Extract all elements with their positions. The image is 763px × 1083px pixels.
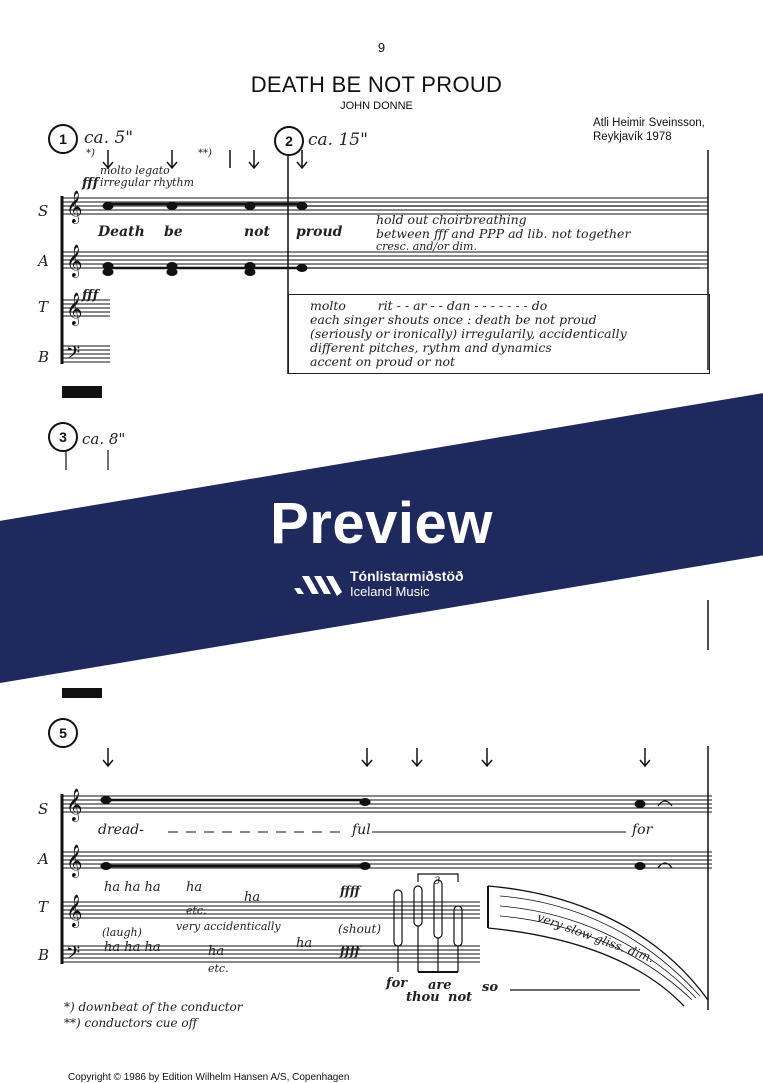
instruction-line-1: hold out choirbreathing [376,212,527,227]
composer-credit: Atli Heimir Sveinsson, Reykjavík 1978 [593,116,705,144]
preview-label: Preview [270,491,493,556]
voice-label-tenor: T [38,298,49,316]
system3-staves [60,746,712,1010]
word-so: so [482,980,498,995]
tenor-dynamic: fff [82,288,99,303]
voice-label-soprano-3: S [38,800,49,818]
lyric-be: be [164,224,183,240]
timing-m3: ca. 8" [82,430,126,448]
bass-ha-3: ha [296,936,313,951]
footnote-2: **) conductors cue off [64,1016,198,1030]
poet-name: JOHN DONNE [340,100,413,112]
box-line-accent: accent on proud or not [310,354,456,369]
footnote-marker-2: **) [198,148,212,159]
tenor-ffff: ffff [340,884,360,898]
shout-label: (shout) [338,922,382,936]
tenor-laugh: (laugh) [102,926,142,939]
rehearsal-mark-1: 1 [48,124,78,154]
direction-irregular-rhythm: irregular rhythm [100,176,194,189]
box-line-rit: molto rit - - ar - - dan - - - - - - - d… [310,298,548,313]
composer-place-year: Reykjavík 1978 [593,131,672,143]
tenor-ha-group: ha ha ha [104,880,161,895]
svg-text:𝄞: 𝄞 [66,190,83,224]
svg-text:𝄞: 𝄞 [66,788,83,822]
brand-mark-icon [294,576,342,596]
voice-label-alto-3: A [38,850,49,868]
tenor-accidentically: very accidentically [176,920,281,933]
word-thou: thou [406,990,440,1005]
brand-subtitle: Iceland Music [350,584,430,599]
direction-molto-legato: molto legato [100,164,170,177]
instruction-line-3: cresc. and/or dim. [376,240,477,253]
box-line-shout: each singer shouts once : death be not p… [310,312,597,327]
instruction-line-2: between fff and PPP ad lib. not together [376,226,631,241]
rehearsal-mark-2: 2 [274,126,304,156]
lyric-for: for [632,822,653,838]
score-title: DEATH BE NOT PROUD [250,72,503,97]
performance-notes-box [288,294,710,374]
bass-ffff: ffff [340,944,360,958]
word-are: are [428,978,452,993]
lyric-not: not [244,224,270,240]
footnote-marker-1: *) [86,148,95,159]
svg-text:𝄢: 𝄢 [66,343,80,368]
voice-label-tenor-3: T [38,898,49,916]
box-line-seriously: (seriously or ironically) irregularily, … [310,326,627,341]
svg-text:𝄞: 𝄞 [66,292,83,326]
lyric-death: Death [98,224,145,240]
bass-ha-2: ha [208,944,225,959]
rehearsal-mark-3: 3 [48,422,78,452]
footnote-1: *) downbeat of the conductor [64,1000,243,1014]
voice-label-soprano: S [38,202,49,220]
svg-text:𝄞: 𝄞 [66,894,83,928]
bass-ha-group: ha ha ha [104,940,161,955]
brand-name: Tónlistarmiðstöð [350,568,464,584]
voice-label-bass-3: B [38,946,50,964]
bass-etc: etc. [208,962,229,975]
rehearsal-mark-5: 5 [48,718,78,748]
dynamic-fff: fff [82,176,99,191]
svg-text:𝄞: 𝄞 [66,844,83,878]
composer-name: Atli Heimir Sveinsson, [593,117,705,129]
svg-text:𝄞: 𝄞 [66,244,83,278]
timing-m1: ca. 5" [84,128,134,148]
timing-m2: ca. 15" [308,130,368,150]
tenor-etc: etc. [186,904,207,917]
tenor-ha-3: ha [244,890,261,905]
voice-label-bass: B [38,348,50,366]
lyric-proud: proud [296,224,343,240]
lyric-dreadful: dread- [98,822,144,838]
page-number: 9 [377,40,386,55]
copyright: Copyright © 1986 by Edition Wilhelm Hans… [68,1072,350,1083]
svg-text:𝄢: 𝄢 [66,943,80,968]
tenor-ha-2: ha [186,880,203,895]
word-not: not [448,990,473,1005]
lyric-ful: ful [352,822,371,838]
box-line-pitches: different pitches, rythm and dynamics [310,340,552,355]
triplet-mark: 3 [434,876,441,887]
word-for: for [386,976,408,991]
voice-label-alto: A [38,252,49,270]
